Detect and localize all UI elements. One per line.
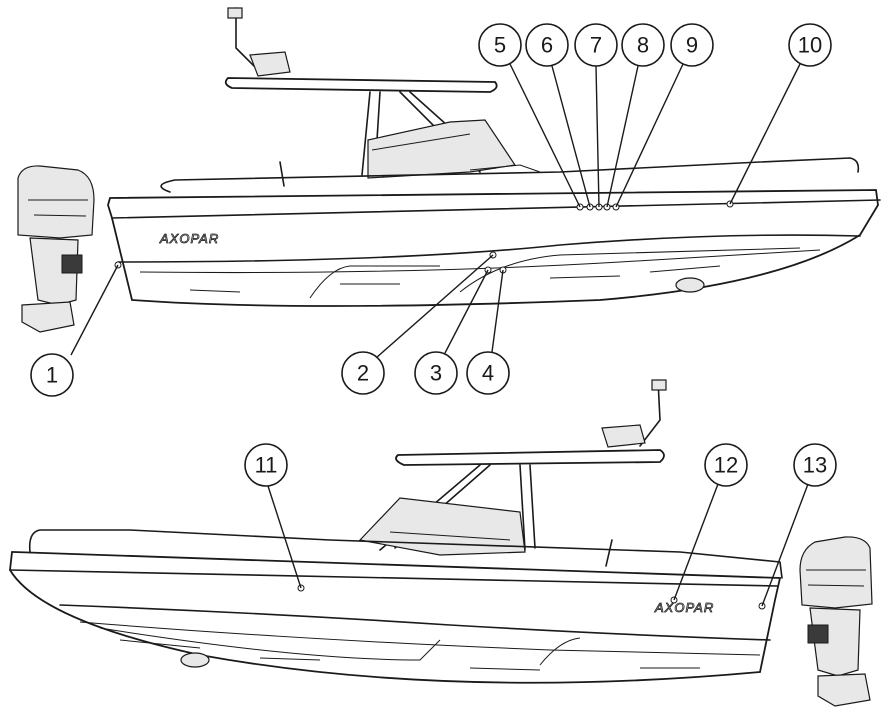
- svg-text:13: 13: [803, 453, 827, 478]
- top-boat-view: AXOPAR: [17, 7, 881, 333]
- bottom-outboard-engine: [799, 536, 873, 707]
- svg-text:2: 2: [357, 361, 369, 386]
- svg-text:8: 8: [637, 33, 649, 58]
- callout-4: 4: [466, 269, 510, 395]
- top-brand-logo: AXOPAR: [159, 231, 219, 246]
- svg-text:5: 5: [494, 33, 506, 58]
- svg-text:1: 1: [46, 363, 58, 388]
- svg-text:10: 10: [798, 33, 822, 58]
- top-outboard-engine: [17, 165, 95, 333]
- top-callouts: 1 2 3 4 5 6 7: [30, 23, 832, 397]
- callout-12: 12: [673, 443, 748, 601]
- svg-text:9: 9: [686, 33, 698, 58]
- callout-8: 8: [606, 23, 665, 208]
- top-ttop-frame: [224, 7, 498, 176]
- bottom-brand-logo: AXOPAR: [654, 600, 714, 615]
- svg-text:7: 7: [590, 33, 602, 58]
- bottom-windscreen: [358, 497, 526, 556]
- svg-text:6: 6: [541, 33, 553, 58]
- bottom-callouts: 11 12 13: [244, 443, 837, 607]
- callout-11: 11: [244, 443, 302, 589]
- svg-text:3: 3: [430, 361, 442, 386]
- svg-text:4: 4: [482, 361, 494, 386]
- callout-3: 3: [414, 269, 489, 395]
- svg-text:11: 11: [255, 453, 278, 478]
- callout-5: 5: [478, 23, 581, 208]
- bottom-rail: [28, 529, 783, 579]
- callout-6: 6: [525, 23, 591, 208]
- top-hull: [107, 189, 879, 307]
- callout-9: 9: [615, 23, 714, 208]
- bottom-ttop-frame: [379, 379, 667, 551]
- top-rail: [160, 157, 860, 193]
- callout-2: 2: [341, 254, 494, 395]
- bottom-boat-view: AXOPAR: [9, 379, 873, 707]
- callout-7: 7: [574, 23, 618, 208]
- top-windscreen: [367, 119, 517, 179]
- callout-1: 1: [30, 264, 119, 397]
- bottom-hull: [9, 551, 782, 684]
- callout-13: 13: [761, 443, 837, 607]
- svg-text:12: 12: [714, 453, 738, 478]
- callout-10: 10: [729, 23, 832, 205]
